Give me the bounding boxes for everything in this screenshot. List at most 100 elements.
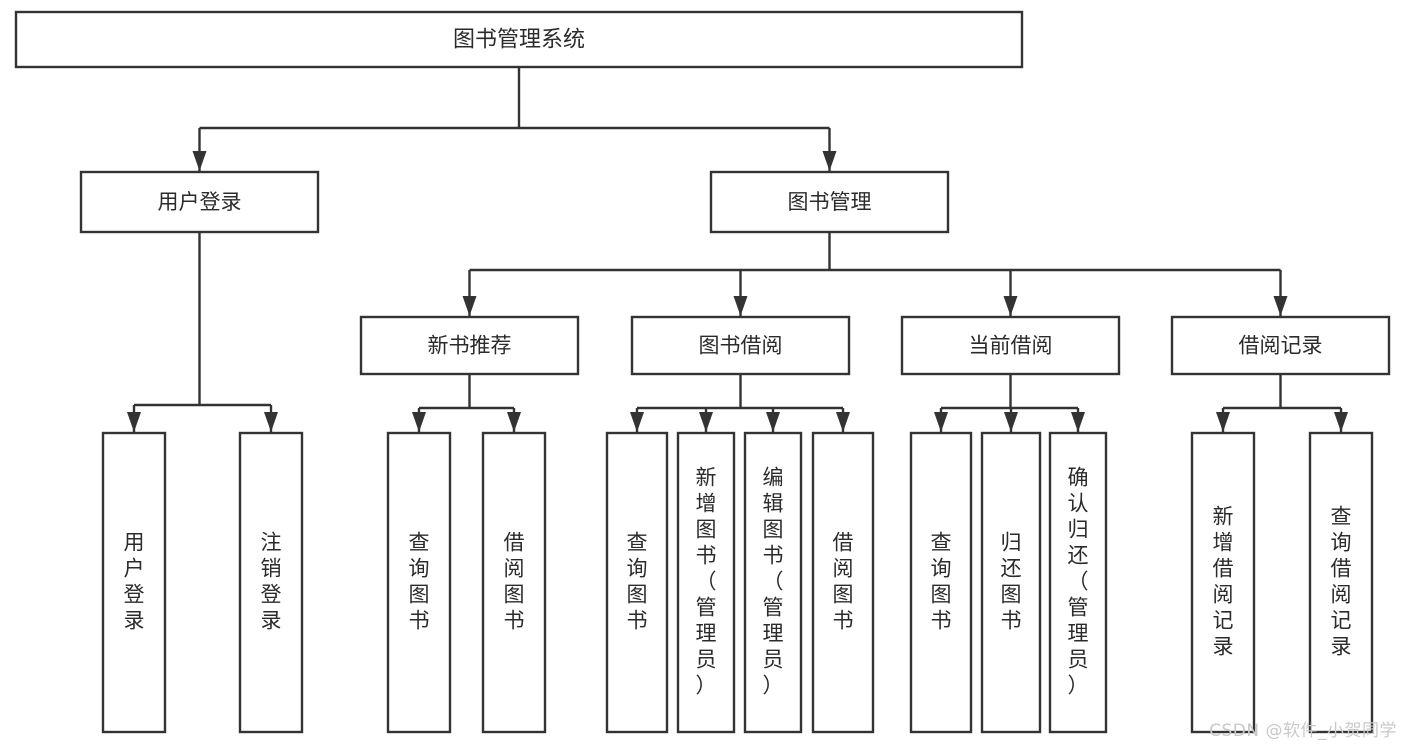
node-label-char: 书: [696, 544, 717, 568]
arrow-head-icon: [934, 412, 948, 432]
node-label-char: 员: [1068, 648, 1089, 672]
node-box-leaf-query-book-3: [909, 431, 973, 734]
node-leaf-query-book-2[interactable]: 查询图书查询图书: [605, 431, 669, 734]
node-box-book-borrow: [630, 315, 851, 376]
node-box-leaf-edit-book: [743, 431, 803, 734]
node-label-char: ）: [696, 674, 717, 698]
node-label-char: 认: [1068, 492, 1089, 516]
node-label-char: 还: [1001, 557, 1022, 581]
node-label-char: 图: [504, 583, 525, 607]
node-leaf-borrow-book-1[interactable]: 借阅图书借阅图书: [481, 431, 547, 734]
node-label-char: 借: [1331, 557, 1352, 581]
node-label-char: 书: [931, 609, 952, 633]
node-leaf-logout[interactable]: 注销登录注销登录: [238, 431, 304, 734]
node-label-char: 书: [763, 544, 784, 568]
node-leaf-borrow-book-2[interactable]: 借阅图书借阅图书: [811, 431, 875, 734]
arrow-head-icon: [192, 151, 207, 171]
node-label-char: 图: [627, 583, 648, 607]
node-label-char: 记: [1213, 609, 1234, 633]
node-label-char: 管: [763, 596, 784, 620]
node-book-borrow[interactable]: 图书借阅: [630, 315, 851, 376]
node-label-char: 图: [833, 583, 854, 607]
node-leaf-query-record[interactable]: 查询借阅记录查询借阅记录: [1308, 431, 1374, 734]
node-label-char: 借: [1213, 557, 1234, 581]
node-label-char: 录: [261, 609, 282, 633]
arrow-head-icon: [822, 151, 837, 171]
node-label-char: 归: [1001, 531, 1022, 555]
node-label-char: 新: [696, 466, 717, 490]
node-label-char: （: [1068, 570, 1089, 594]
connector-layer: [127, 67, 1348, 432]
node-label-char: 记: [1331, 609, 1352, 633]
node-label-char: 阅: [1213, 583, 1234, 607]
node-label-char: 理: [1068, 622, 1089, 646]
node-label-char: 还: [1068, 544, 1089, 568]
node-leaf-add-record[interactable]: 新增借阅记录新增借阅记录: [1190, 431, 1256, 734]
node-label-user-login: 用户登录: [158, 190, 242, 214]
node-box-leaf-query-book-1: [386, 431, 452, 734]
node-label-char: 书: [627, 609, 648, 633]
node-box-leaf-user-login: [101, 431, 167, 734]
node-box-leaf-borrow-book-2: [811, 431, 875, 734]
node-root[interactable]: 图书管理系统: [14, 10, 1024, 69]
arrow-head-icon: [630, 412, 644, 432]
node-label-char: 增: [696, 492, 717, 516]
node-label-char: 图: [409, 583, 430, 607]
node-label-char: 查: [409, 531, 430, 555]
node-label-char: 借: [504, 531, 525, 555]
node-label-char: 借: [833, 531, 854, 555]
node-label-char: 辑: [763, 492, 784, 516]
node-label-char: 书: [1001, 609, 1022, 633]
node-label-current-borrow: 当前借阅: [969, 334, 1053, 358]
node-box-leaf-query-book-2: [605, 431, 669, 734]
node-label-char: 管: [1068, 596, 1089, 620]
node-label-char: ）: [763, 674, 784, 698]
node-label-char: 编: [763, 466, 784, 490]
node-label-book-manage: 图书管理: [788, 190, 872, 214]
arrow-head-icon: [462, 296, 477, 316]
arrow-head-icon: [1004, 412, 1018, 432]
node-label-char: 询: [931, 557, 952, 581]
arrow-head-icon: [766, 412, 780, 432]
node-leaf-query-book-1[interactable]: 查询图书查询图书: [386, 431, 452, 734]
node-label-char: 户: [124, 557, 145, 581]
arrow-head-icon: [264, 412, 278, 432]
node-box-root: [14, 10, 1024, 69]
node-label-char: 查: [931, 531, 952, 555]
node-box-new-book-recommend: [359, 315, 580, 376]
arrow-head-icon: [733, 296, 748, 316]
node-label-char: 员: [763, 648, 784, 672]
node-box-book-manage: [709, 170, 950, 234]
node-user-login[interactable]: 用户登录: [79, 170, 320, 234]
node-label-char: （: [696, 570, 717, 594]
node-label-char: 员: [696, 648, 717, 672]
node-current-borrow[interactable]: 当前借阅: [900, 315, 1121, 376]
node-new-book-recommend[interactable]: 新书推荐: [359, 315, 580, 376]
node-label-char: 销: [261, 557, 282, 581]
node-label-char: 书: [409, 609, 430, 633]
node-box-leaf-return-book: [980, 431, 1042, 734]
node-borrow-record[interactable]: 借阅记录: [1170, 315, 1391, 376]
node-box-leaf-add-book: [676, 431, 736, 734]
node-label-char: 理: [763, 622, 784, 646]
node-label-char: 录: [1213, 635, 1234, 659]
arrow-head-icon: [1071, 412, 1085, 432]
node-label-char: （: [763, 570, 784, 594]
node-label-char: 阅: [833, 557, 854, 581]
node-leaf-query-book-3[interactable]: 查询图书查询图书: [909, 431, 973, 734]
node-label-root: 图书管理系统: [453, 28, 585, 53]
node-label-char: 书: [833, 609, 854, 633]
node-label-char: 查: [1331, 505, 1352, 529]
node-label-char: 登: [124, 583, 145, 607]
node-box-borrow-record: [1170, 315, 1391, 376]
arrow-head-icon: [127, 412, 141, 432]
node-book-manage[interactable]: 图书管理: [709, 170, 950, 234]
node-leaf-return-book[interactable]: 归还图书归还图书: [980, 431, 1042, 734]
node-leaf-user-login[interactable]: 用户登录用户登录: [101, 431, 167, 734]
node-label-char: 阅: [504, 557, 525, 581]
node-label-char: 图: [1001, 583, 1022, 607]
